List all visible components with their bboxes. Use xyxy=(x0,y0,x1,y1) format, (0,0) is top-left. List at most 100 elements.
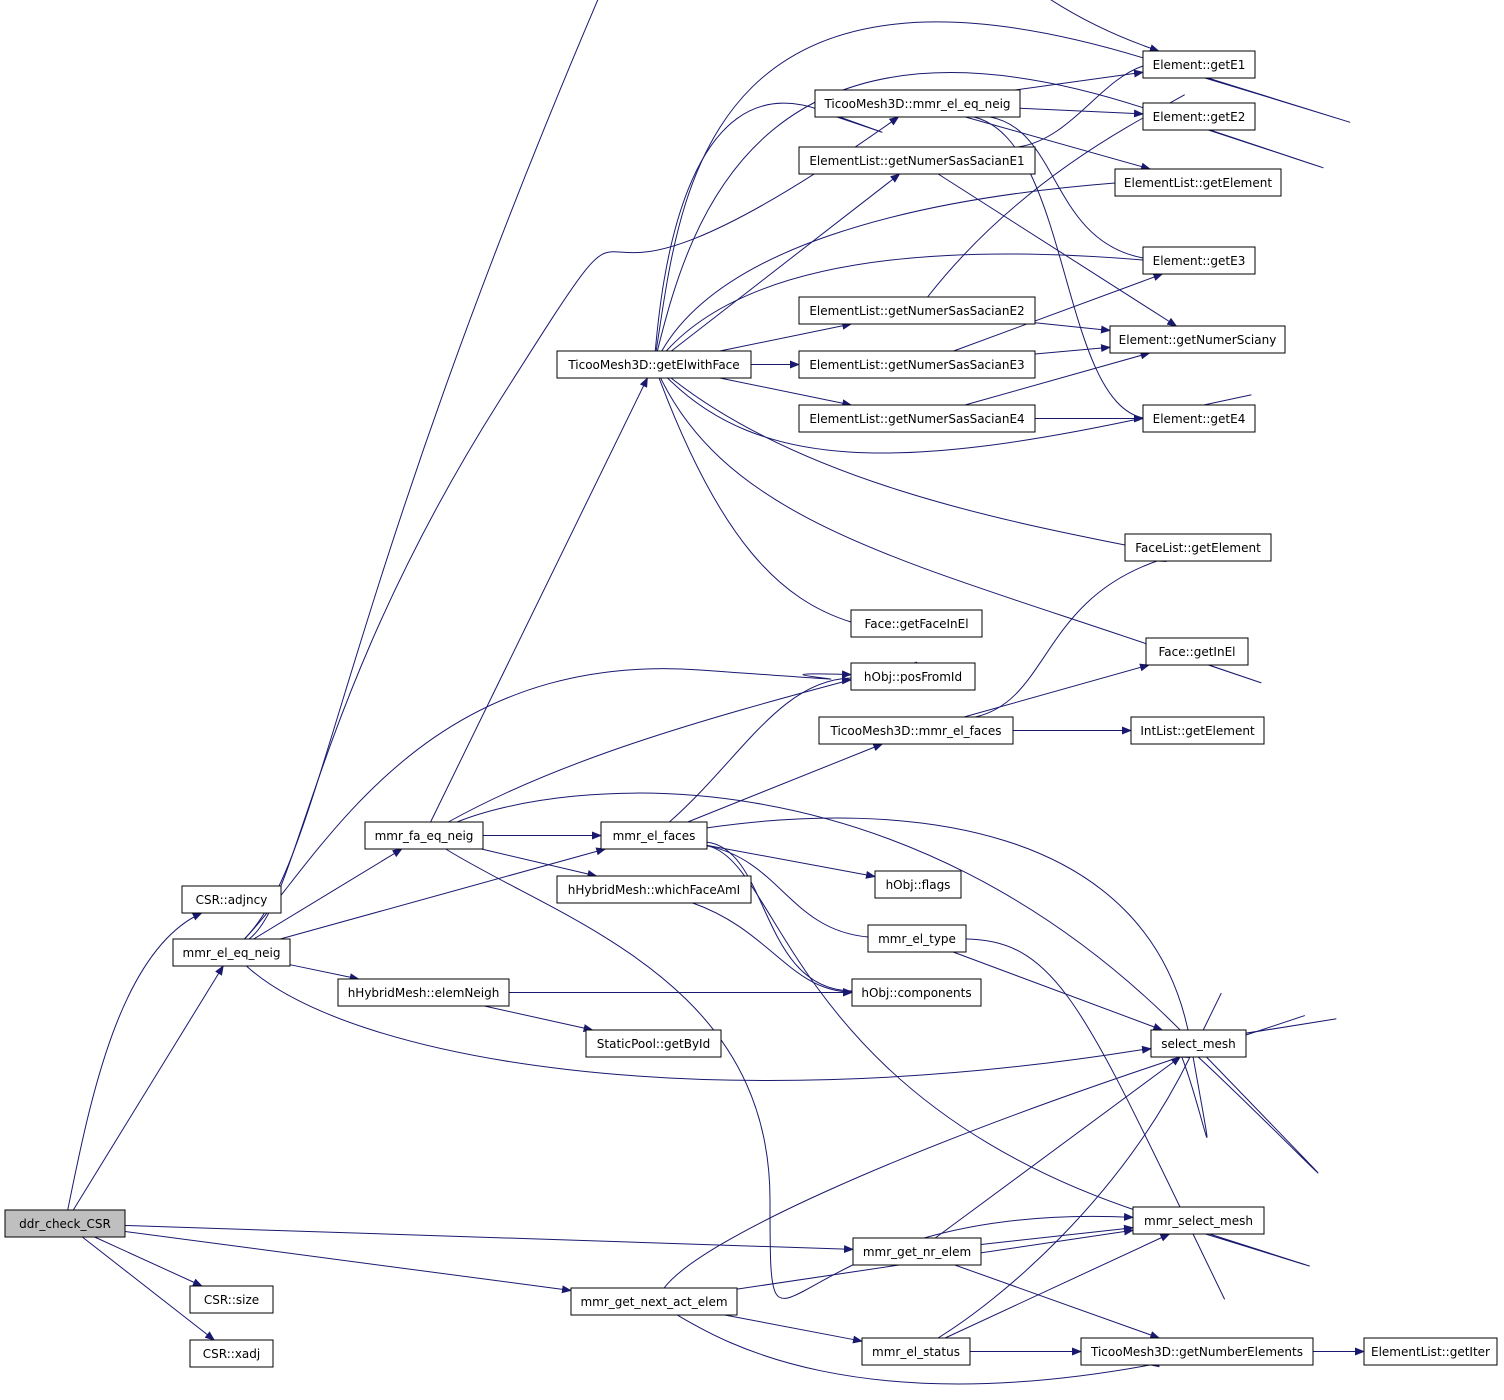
node-label: StaticPool::getById xyxy=(597,1037,710,1051)
edge-nextActElem-to-elStatus xyxy=(724,1314,863,1344)
edge-faEqNeig-to-mmrSelectMesh xyxy=(445,848,1134,1299)
node-elType[interactable]: mmr_el_type xyxy=(867,924,967,953)
node-box xyxy=(337,978,510,1007)
node-label: CSR::adjncy xyxy=(196,893,268,907)
node-box xyxy=(861,1337,971,1366)
node-label: mmr_fa_eq_neig xyxy=(375,829,474,843)
node-size[interactable]: CSR::size xyxy=(189,1285,274,1314)
node-label: mmr_el_status xyxy=(872,1345,960,1359)
edge-getNrElem-to-selectMesh xyxy=(934,1056,1182,1239)
node-box xyxy=(172,938,291,967)
node-getInEl[interactable]: Face::getInEl xyxy=(1145,637,1249,666)
edge-elType-to-selectMesh xyxy=(953,951,1164,1031)
node-getFaceInEl[interactable]: Face::getFaceInEl xyxy=(850,609,983,638)
node-tmElFaces[interactable]: TicooMesh3D::mmr_el_faces xyxy=(818,716,1014,745)
node-box xyxy=(852,1237,982,1266)
edge-elEqNeig-to-elFaces xyxy=(280,847,607,940)
node-box xyxy=(1132,1206,1265,1235)
node-adjncy[interactable]: CSR::adjncy xyxy=(181,885,282,914)
node-box xyxy=(1145,637,1249,666)
edge-getElwithFace-to-sas4 xyxy=(719,377,853,408)
node-label: mmr_select_mesh xyxy=(1144,1214,1253,1228)
node-box xyxy=(1142,50,1256,79)
node-flags[interactable]: hObj::flags xyxy=(874,870,962,899)
node-whichFaceAmI[interactable]: hHybridMesh::whichFaceAmI xyxy=(556,875,752,904)
node-label: select_mesh xyxy=(1161,1037,1236,1051)
node-selectMesh[interactable]: select_mesh xyxy=(1150,1029,1247,1058)
edge-layer xyxy=(67,0,1365,1385)
node-box xyxy=(1142,102,1256,131)
edge-elFaces-to-flags xyxy=(706,844,876,879)
node-sas1[interactable]: ElementList::getNumerSasSacianE1 xyxy=(798,146,1036,175)
node-elEqNeig[interactable]: mmr_el_eq_neig xyxy=(172,938,291,967)
edge-getNrElem-to-getNumberElements xyxy=(954,1264,1161,1339)
node-box xyxy=(189,1285,274,1314)
edge-getElwithFace-to-sas1 xyxy=(671,173,901,352)
node-box xyxy=(850,609,983,638)
edge-getNrElem-to-mmrSelectMesh xyxy=(980,1224,1134,1245)
node-getNumerSciany[interactable]: Element::getNumerSciany xyxy=(1109,325,1286,354)
node-getNumberElements[interactable]: TicooMesh3D::getNumberElements xyxy=(1080,1337,1314,1366)
node-sas3[interactable]: ElementList::getNumerSasSacianE3 xyxy=(798,350,1036,379)
node-faEqNeig[interactable]: mmr_fa_eq_neig xyxy=(364,821,484,850)
node-label: hObj::components xyxy=(861,986,971,1000)
node-getE2[interactable]: Element::getE2 xyxy=(1142,102,1256,131)
edge-elEqNeig-to-posFromId xyxy=(244,668,852,940)
node-sas2[interactable]: ElementList::getNumerSasSacianE2 xyxy=(798,296,1036,325)
node-faceListGetElement[interactable]: FaceList::getElement xyxy=(1124,533,1272,562)
node-getById[interactable]: StaticPool::getById xyxy=(585,1029,722,1058)
edge-ddr-to-elEqNeig xyxy=(72,965,224,1211)
node-getElwithFace[interactable]: TicooMesh3D::getElwithFace xyxy=(556,350,752,379)
node-getIter[interactable]: ElementList::getIter xyxy=(1363,1337,1498,1366)
node-label: Element::getE1 xyxy=(1153,58,1246,72)
edge-elEqNeig-to-faEqNeig xyxy=(253,848,403,940)
node-box xyxy=(798,404,1036,433)
node-label: CSR::size xyxy=(204,1293,259,1307)
node-label: Face::getFaceInEl xyxy=(864,617,968,631)
node-elGetElement[interactable]: ElementList::getElement xyxy=(1114,168,1282,197)
node-label: mmr_get_nr_elem xyxy=(863,1245,971,1259)
node-getNrElem[interactable]: mmr_get_nr_elem xyxy=(852,1237,982,1266)
node-elemNeigh[interactable]: hHybridMesh::elemNeigh xyxy=(337,978,510,1007)
edge-faEqNeig-to-getElwithFace xyxy=(430,377,648,823)
node-ddr[interactable]: ddr_check_CSR xyxy=(4,1209,126,1238)
node-xadj[interactable]: CSR::xadj xyxy=(189,1339,274,1368)
edge-elFaces-to-posFromId xyxy=(669,673,884,823)
node-mmrSelectMesh[interactable]: mmr_select_mesh xyxy=(1132,1206,1265,1235)
node-label: ElementList::getNumerSasSacianE1 xyxy=(809,154,1024,168)
node-box xyxy=(181,885,282,914)
node-box xyxy=(364,821,484,850)
node-getE3[interactable]: Element::getE3 xyxy=(1142,246,1256,275)
node-box xyxy=(818,716,1014,745)
node-label: ElementList::getNumerSasSacianE3 xyxy=(809,358,1024,372)
node-posFromId[interactable]: hObj::posFromId xyxy=(850,662,976,691)
node-getE4[interactable]: Element::getE4 xyxy=(1142,404,1256,433)
edge-ddr-to-nextActElem xyxy=(124,1230,572,1294)
edge-tmElEqNeig-to-getE1 xyxy=(1014,69,1144,91)
edge-ddr-to-adjncy xyxy=(67,912,203,1211)
node-box xyxy=(556,875,752,904)
node-box xyxy=(600,821,708,850)
node-label: TicooMesh3D::mmr_el_eq_neig xyxy=(823,97,1010,111)
node-elFaces[interactable]: mmr_el_faces xyxy=(600,821,708,850)
node-elStatus[interactable]: mmr_el_status xyxy=(861,1337,971,1366)
edge-sas1-to-getNumerSciany xyxy=(937,173,1178,327)
node-sas4[interactable]: ElementList::getNumerSasSacianE4 xyxy=(798,404,1036,433)
node-getE1[interactable]: Element::getE1 xyxy=(1142,50,1256,79)
node-label: CSR::xadj xyxy=(203,1347,260,1361)
node-tmElEqNeig[interactable]: TicooMesh3D::mmr_el_eq_neig xyxy=(814,89,1021,118)
node-components[interactable]: hObj::components xyxy=(851,978,982,1007)
node-box xyxy=(1114,168,1282,197)
edge-tmElEqNeig-to-elGetElement xyxy=(965,116,1152,171)
node-intListGetElement[interactable]: IntList::getElement xyxy=(1130,716,1265,745)
node-box xyxy=(556,350,752,379)
node-box xyxy=(1130,716,1265,745)
edge-ddr-to-xadj xyxy=(81,1236,215,1341)
edge-sas3-to-getNumerSciany xyxy=(1034,344,1111,355)
node-nextActElem[interactable]: mmr_get_next_act_elem xyxy=(570,1287,738,1316)
node-label: mmr_el_type xyxy=(878,932,956,946)
node-label: ddr_check_CSR xyxy=(19,1217,111,1231)
edge-whichFaceAmI-to-components xyxy=(692,902,878,996)
edge-getElwithFace-to-elGetElement xyxy=(661,174,1212,352)
